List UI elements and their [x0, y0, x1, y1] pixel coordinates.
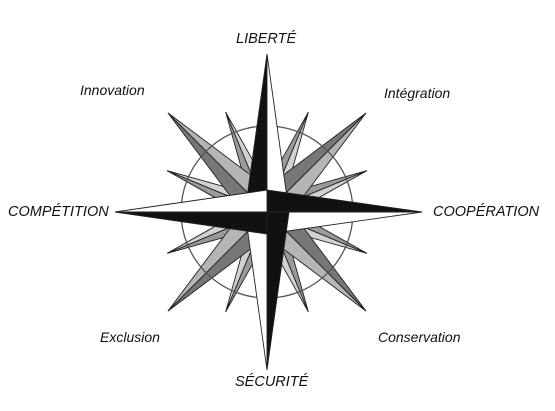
- label-west-competition: COMPÉTITION: [8, 204, 109, 220]
- cardinal-point-90-half-a: [266, 189, 423, 213]
- label-east-cooperation: COOPÉRATION: [433, 204, 540, 220]
- cardinal-points-layer: [114, 53, 423, 371]
- cardinal-point-0-half-a: [244, 53, 268, 213]
- cardinal-point-180-half-a: [266, 211, 290, 371]
- cardinal-point-270-half-b: [114, 189, 268, 213]
- label-northeast-integration: Intégration: [384, 85, 451, 101]
- cardinal-point-90-half-b: [266, 211, 423, 235]
- label-south-securite: SÉCURITÉ: [235, 374, 309, 390]
- label-northwest-innovation: Innovation: [80, 82, 145, 98]
- label-southwest-exclusion: Exclusion: [100, 329, 160, 345]
- cardinal-point-180-half-b: [244, 211, 268, 371]
- label-north-liberte: LIBERTÉ: [236, 31, 297, 47]
- cardinal-point-270-half-a: [114, 211, 268, 235]
- label-southeast-conservation: Conservation: [378, 329, 461, 345]
- cardinal-point-0-half-b: [266, 53, 290, 213]
